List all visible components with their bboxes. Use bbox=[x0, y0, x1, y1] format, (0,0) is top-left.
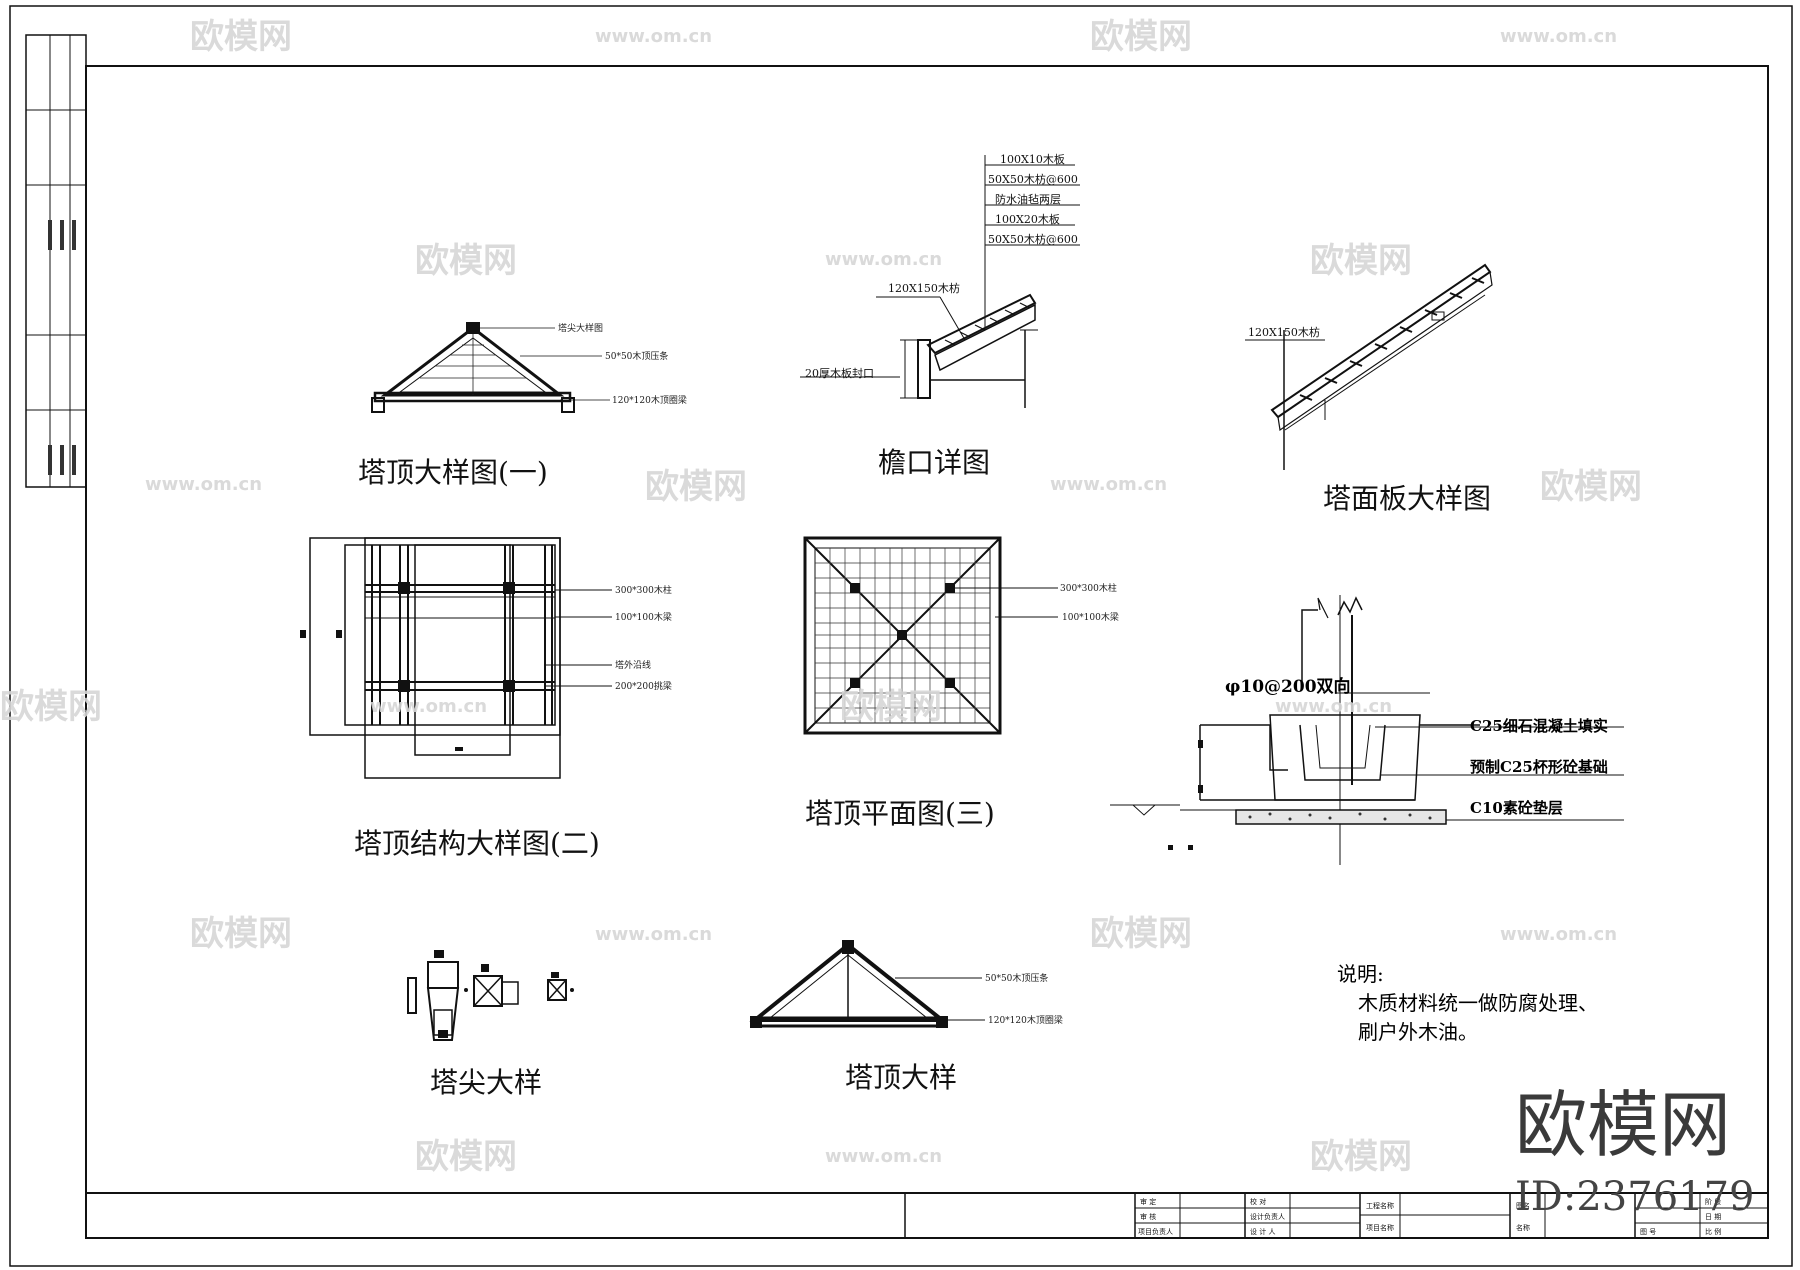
watermark-url: www.om.cn bbox=[595, 26, 712, 47]
eave-detail-drawing bbox=[800, 155, 1080, 408]
watermark-brand: 欧模网 bbox=[645, 467, 747, 507]
tb-label-item-name: 项目名称 bbox=[1366, 1223, 1394, 1232]
tb-label-project-lead: 项目负责人 bbox=[1138, 1227, 1173, 1236]
watermark-brand: 欧模网 bbox=[1540, 467, 1642, 507]
eave-label-beam: 120X150木枋 bbox=[888, 281, 960, 295]
watermark-id: ID:2376179 bbox=[1515, 1174, 1755, 1220]
roof-detail-1-title: 塔顶大样图(一) bbox=[358, 456, 548, 489]
tb-label-project-name: 工程名称 bbox=[1366, 1201, 1394, 1210]
roof-structure-2-drawing bbox=[300, 537, 612, 779]
roof-structure-2-callout-1: 300*300木柱 bbox=[615, 584, 672, 596]
eave-detail-title: 檐口详图 bbox=[878, 446, 990, 479]
watermark-url: www.om.cn bbox=[1050, 474, 1167, 495]
foundation-label-1: C25细石混凝土填实 bbox=[1470, 717, 1608, 735]
watermark-brand: 欧模网 bbox=[1090, 17, 1192, 57]
roof-detail-callout-1: 50*50木顶压条 bbox=[985, 972, 1048, 984]
watermark-url: www.om.cn bbox=[1275, 696, 1392, 717]
roof-panel-label: 120X150木枋 bbox=[1248, 325, 1320, 339]
watermark-brand: 欧模网 bbox=[190, 914, 292, 954]
title-block bbox=[86, 1192, 1768, 1238]
watermark-brand: 欧模网 bbox=[1310, 241, 1412, 281]
watermark-brand: 欧模网 bbox=[1310, 1137, 1412, 1177]
roof-structure-2-callout-3: 塔外沿线 bbox=[615, 659, 651, 671]
tb-label-check: 校 对 bbox=[1250, 1197, 1266, 1206]
eave-layer-2: 50X50木枋@600 bbox=[988, 172, 1078, 186]
eave-label-board: 20厚木板封口 bbox=[805, 366, 874, 380]
roof-panel-drawing bbox=[1245, 263, 1493, 470]
outer-border bbox=[9, 5, 1793, 1267]
watermark-url: www.om.cn bbox=[825, 1146, 942, 1167]
notes-heading: 说明: bbox=[1337, 962, 1384, 986]
roof-plan-3-callout-1: 300*300木柱 bbox=[1060, 582, 1117, 594]
tb-label-drawing-no: 图 号 bbox=[1640, 1228, 1656, 1236]
roof-detail-1-drawing bbox=[371, 322, 610, 413]
watermark-url: www.om.cn bbox=[1500, 924, 1617, 945]
foundation-rebar: φ10@200双向 bbox=[1225, 676, 1351, 697]
watermark-url: www.om.cn bbox=[595, 924, 712, 945]
watermark-brand: 欧模网 bbox=[840, 687, 942, 727]
roof-detail-title: 塔顶大样 bbox=[845, 1061, 957, 1094]
roof-plan-3-drawing bbox=[803, 536, 1058, 735]
tb-label-scale: 比 例 bbox=[1705, 1227, 1721, 1236]
roof-plan-3-title: 塔顶平面图(三) bbox=[805, 797, 995, 830]
roof-detail-1-callout-2: 50*50木顶压条 bbox=[605, 350, 668, 362]
roof-structure-2-callout-2: 100*100木梁 bbox=[615, 611, 672, 623]
tb-label-review: 审 核 bbox=[1140, 1212, 1156, 1221]
notes-line-2: 刷户外木油。 bbox=[1358, 1020, 1478, 1044]
tb-label-approve: 审 定 bbox=[1140, 1197, 1156, 1206]
roof-detail-callout-2: 120*120木顶圈梁 bbox=[988, 1014, 1063, 1026]
watermark-brand: 欧模网 bbox=[415, 241, 517, 281]
watermark-logo-brand: 欧模网 bbox=[1515, 1083, 1731, 1167]
watermark-brand: 欧模网 bbox=[1090, 914, 1192, 954]
roof-detail-1-callout-3: 120*120木顶圈梁 bbox=[612, 394, 687, 406]
watermark-url: www.om.cn bbox=[825, 249, 942, 270]
roof-structure-2-title: 塔顶结构大样图(二) bbox=[354, 827, 600, 860]
eave-layer-4: 100X20木板 bbox=[995, 212, 1060, 226]
foundation-label-3: C10素砼垫层 bbox=[1470, 799, 1563, 817]
watermark-brand: 欧模网 bbox=[0, 687, 102, 727]
spire-detail-drawing bbox=[407, 950, 574, 1041]
inner-frame bbox=[85, 65, 1769, 1239]
tb-label-stage: 阶 段 bbox=[1705, 1197, 1721, 1206]
watermark-brand: 欧模网 bbox=[415, 1137, 517, 1177]
notes-line-1: 木质材料统一做防腐处理、 bbox=[1358, 991, 1598, 1015]
roof-structure-2-callout-4: 200*200挑梁 bbox=[615, 680, 672, 692]
roof-detail-1-callout-1: 塔尖大样图 bbox=[558, 322, 603, 334]
tb-label-date: 日 期 bbox=[1705, 1213, 1721, 1221]
watermark-url: www.om.cn bbox=[1500, 26, 1617, 47]
roof-detail-drawing bbox=[749, 940, 985, 1028]
roof-panel-title: 塔面板大样图 bbox=[1323, 482, 1491, 515]
roof-plan-3-callout-2: 100*100木梁 bbox=[1062, 611, 1119, 623]
eave-layer-5: 50X50木枋@600 bbox=[988, 232, 1078, 246]
binding-strip bbox=[25, 34, 87, 488]
watermark-brand: 欧模网 bbox=[190, 17, 292, 57]
tb-label-design-lead: 设计负责人 bbox=[1250, 1212, 1285, 1221]
tb-label-drawing-name: 图名 bbox=[1516, 1201, 1530, 1210]
eave-layer-3: 防水油毡两层 bbox=[995, 192, 1061, 206]
watermark-layer: 欧模网 欧模网 欧模网 欧模网 欧模网 欧模网 欧模网 欧模网 欧模网 欧模网 … bbox=[0, 17, 1642, 1177]
watermark-url: www.om.cn bbox=[145, 474, 262, 495]
foundation-drawing bbox=[1110, 595, 1624, 865]
eave-layer-1: 100X10木板 bbox=[1000, 152, 1065, 166]
tb-label-name: 名称 bbox=[1516, 1223, 1530, 1232]
foundation-label-2: 预制C25杯形砼基础 bbox=[1470, 758, 1608, 776]
watermark-url: www.om.cn bbox=[370, 696, 487, 717]
spire-detail-title: 塔尖大样 bbox=[430, 1066, 542, 1099]
tb-label-designer: 设 计 人 bbox=[1250, 1227, 1275, 1236]
